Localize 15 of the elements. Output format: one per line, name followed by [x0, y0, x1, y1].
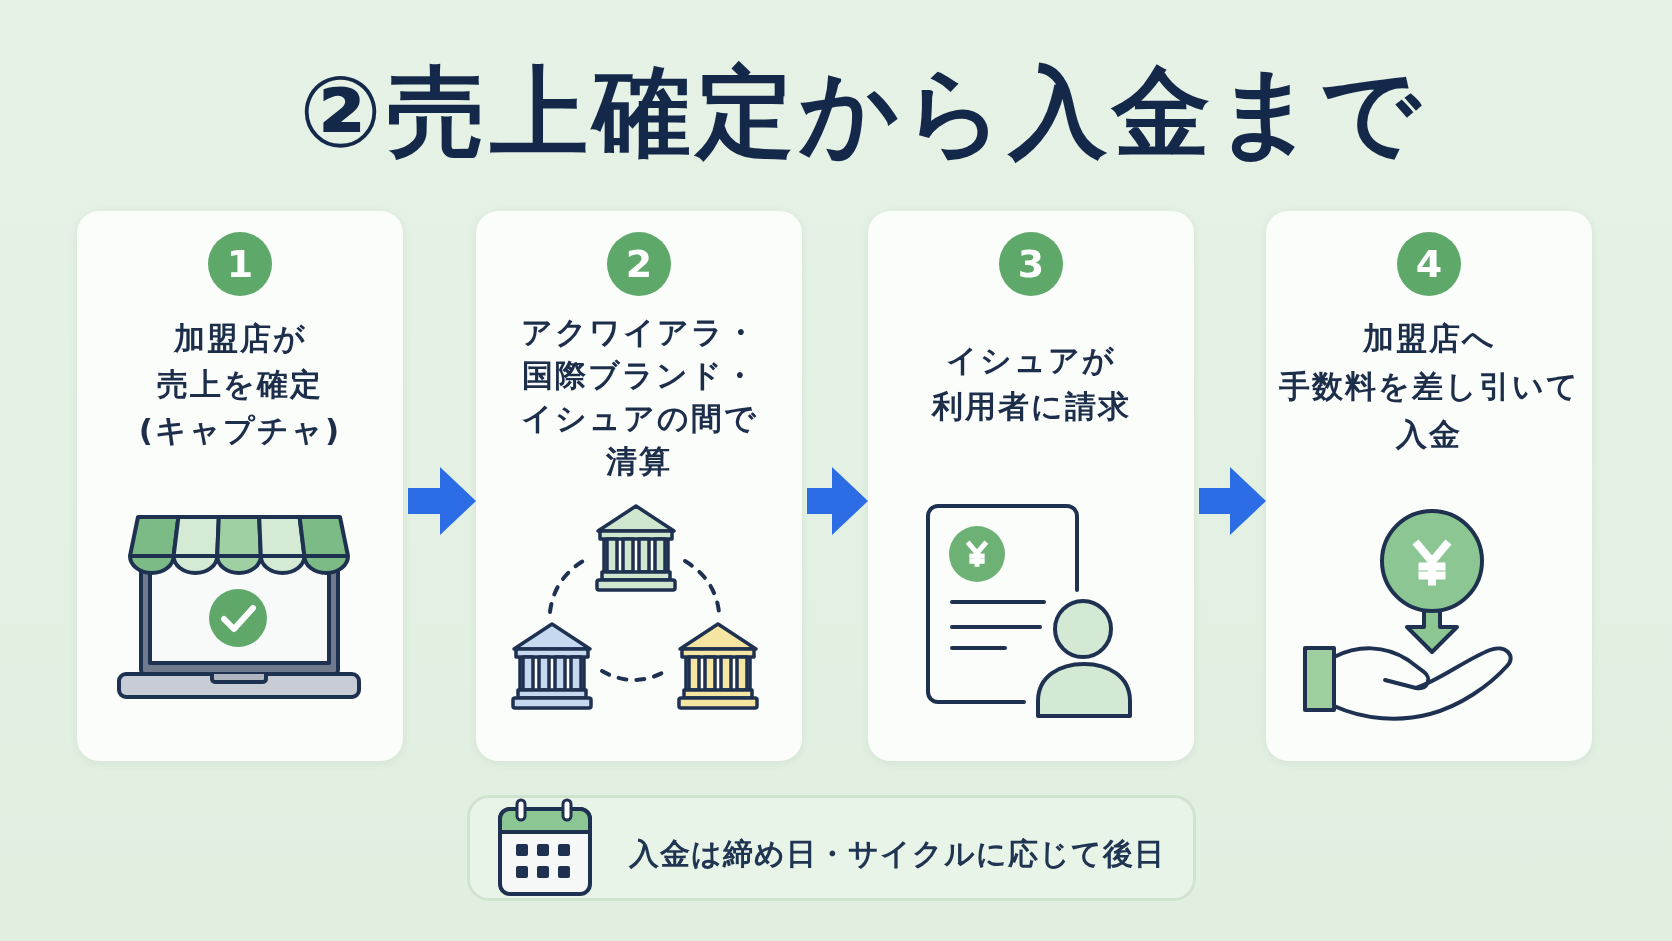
step-card [1266, 211, 1592, 761]
title: ②売上確定から入金まで [299, 55, 1425, 169]
step-number-circle: 1 [208, 232, 272, 296]
step-card [868, 211, 1194, 761]
step-number-circle: 4 [1397, 232, 1461, 296]
step-text: アクワイアラ・国際ブランド・イシュアの間で清算 [520, 313, 758, 481]
step-text: イシュアが利用者に請求 [931, 341, 1131, 426]
step-text: 加盟店が売上を確定(キャプチャ) [138, 319, 342, 450]
step-card [476, 211, 802, 761]
note-text: 入金は締め日・サイクルに応じて後日 [629, 835, 1165, 873]
step-card [77, 211, 403, 761]
note-panel [467, 795, 1196, 901]
step-text: 加盟店へ手数料を差し引いて入金 [1278, 319, 1580, 454]
step-number-circle: 2 [607, 232, 671, 296]
step-number-circle: 3 [999, 232, 1063, 296]
